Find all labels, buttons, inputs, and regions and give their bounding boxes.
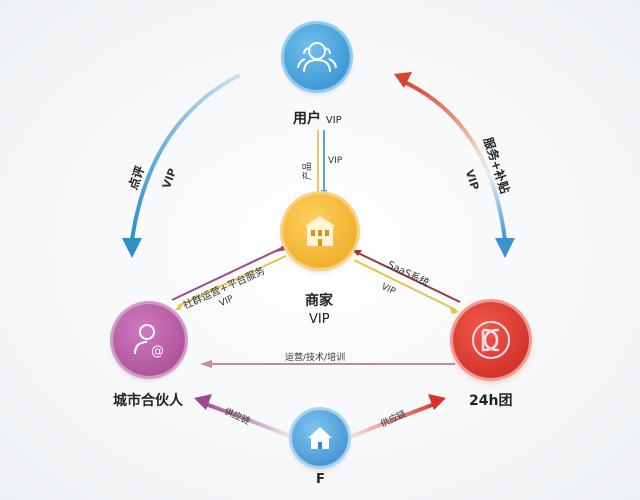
edge-label-product: 产品 [303, 161, 313, 180]
arc-group-to-user [399, 78, 507, 241]
building-icon [305, 216, 335, 246]
group-label: 24h团 [469, 393, 513, 409]
merchant-label: 商家 [305, 293, 333, 309]
users-icon [297, 42, 337, 73]
arrowhead-up-icon [394, 72, 412, 88]
user-label: 用户 VIP [293, 111, 342, 127]
f-label: F [316, 472, 325, 487]
partner-label: 城市合伙人 [113, 393, 183, 409]
arrowhead-down-icon [122, 238, 142, 258]
arc-user-to-partner [130, 73, 241, 241]
merchant-suffix: VIP [309, 312, 330, 327]
arrowhead-down-icon [495, 238, 515, 258]
svg-text:@: @ [151, 344, 164, 359]
user-node [284, 24, 350, 90]
group-node [453, 302, 529, 378]
merchant-node [283, 194, 357, 268]
partner-node: @ [113, 304, 185, 376]
f-node [292, 410, 348, 466]
edge-label-ops-tech-training: 运营/技术/培训 [285, 353, 346, 363]
group-logo-icon [472, 321, 510, 359]
partner-icon: @ [134, 324, 164, 359]
house-icon [308, 427, 332, 449]
edge-label-vip-up: VIP [328, 156, 343, 166]
